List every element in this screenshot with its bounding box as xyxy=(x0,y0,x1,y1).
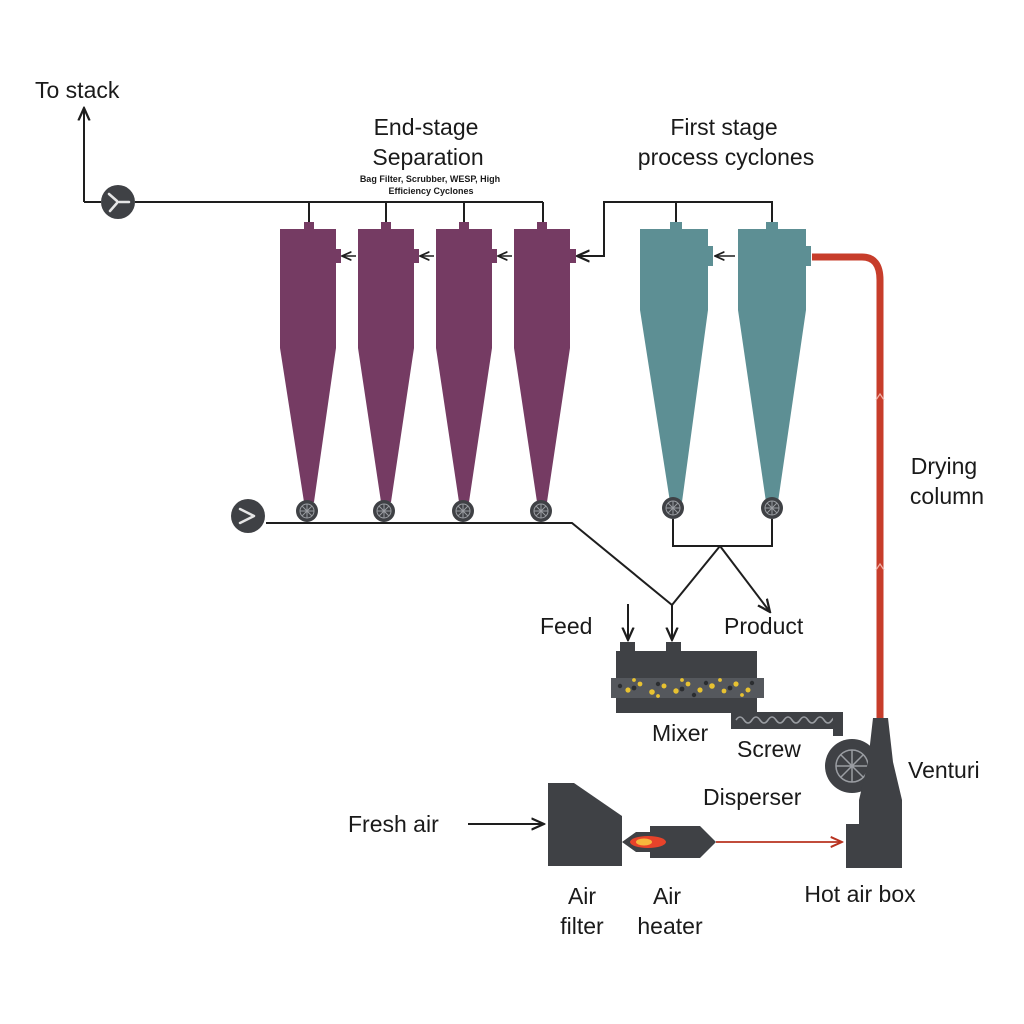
rotary-valve-icon xyxy=(760,496,784,520)
first-stage-cyclone-1 xyxy=(640,222,713,502)
stack-exhaust-line xyxy=(84,108,543,203)
mixer-particles xyxy=(625,678,751,698)
return-fan-icon xyxy=(231,499,265,533)
first-stage-title-line1: First stage xyxy=(670,114,777,140)
air-filter xyxy=(548,783,622,866)
air-heater xyxy=(622,826,716,858)
fresh-air-label: Fresh air xyxy=(348,811,439,837)
disperser-label: Disperser xyxy=(703,784,802,810)
end-stage-subtitle-line1: Bag Filter, Scrubber, WESP, High xyxy=(360,174,500,184)
end-stage-title-line1: End-stage xyxy=(374,114,479,140)
hot-air-box-label: Hot air box xyxy=(804,881,916,907)
fines-return-line xyxy=(266,522,673,606)
rotary-valves xyxy=(295,496,784,523)
flame-icon xyxy=(630,836,666,848)
stack-fan-icon xyxy=(99,183,137,221)
end-stage-title-line2: Separation xyxy=(372,144,483,170)
rotary-valve-icon xyxy=(295,499,319,523)
venturi xyxy=(859,718,902,824)
air-heater-label-line2: heater xyxy=(637,913,703,939)
feed-label: Feed xyxy=(540,613,592,639)
air-filter-label-line2: filter xyxy=(560,913,604,939)
product-label: Product xyxy=(724,613,804,639)
mixer xyxy=(611,642,764,713)
screw-label: Screw xyxy=(737,736,801,762)
end-stage-subtitle-line2: Efficiency Cyclones xyxy=(388,186,473,196)
first-stage-cyclones xyxy=(640,222,811,502)
rotary-valve-icon xyxy=(372,499,396,523)
to-stack-label: To stack xyxy=(35,77,120,103)
air-filter-label-line1: Air xyxy=(568,883,596,909)
end-stage-cyclone-2 xyxy=(358,222,419,502)
first-stage-cyclone-2 xyxy=(738,222,811,502)
hot-air-box xyxy=(846,824,902,868)
drying-column-label-line1: Drying xyxy=(911,453,977,479)
first-stage-outlet-pipes xyxy=(577,201,773,256)
end-stage-cyclones xyxy=(280,222,576,502)
screw-conveyor xyxy=(731,712,843,736)
rotary-valve-icon xyxy=(529,499,553,523)
drying-column xyxy=(812,253,885,722)
mixer-label: Mixer xyxy=(652,720,709,746)
air-heater-label-line1: Air xyxy=(653,883,681,909)
rotary-valve-icon xyxy=(451,499,475,523)
first-stage-discharge-line xyxy=(672,519,773,640)
end-stage-cyclone-4 xyxy=(514,222,576,502)
end-stage-cyclone-1 xyxy=(280,222,341,502)
rotary-valve-icon xyxy=(661,496,685,520)
first-stage-title-line2: process cyclones xyxy=(638,144,814,170)
drying-column-label-line2: column xyxy=(910,483,984,509)
end-stage-cyclone-3 xyxy=(436,222,497,502)
venturi-label: Venturi xyxy=(908,757,980,783)
end-stage-outlet-pipes xyxy=(308,202,544,222)
